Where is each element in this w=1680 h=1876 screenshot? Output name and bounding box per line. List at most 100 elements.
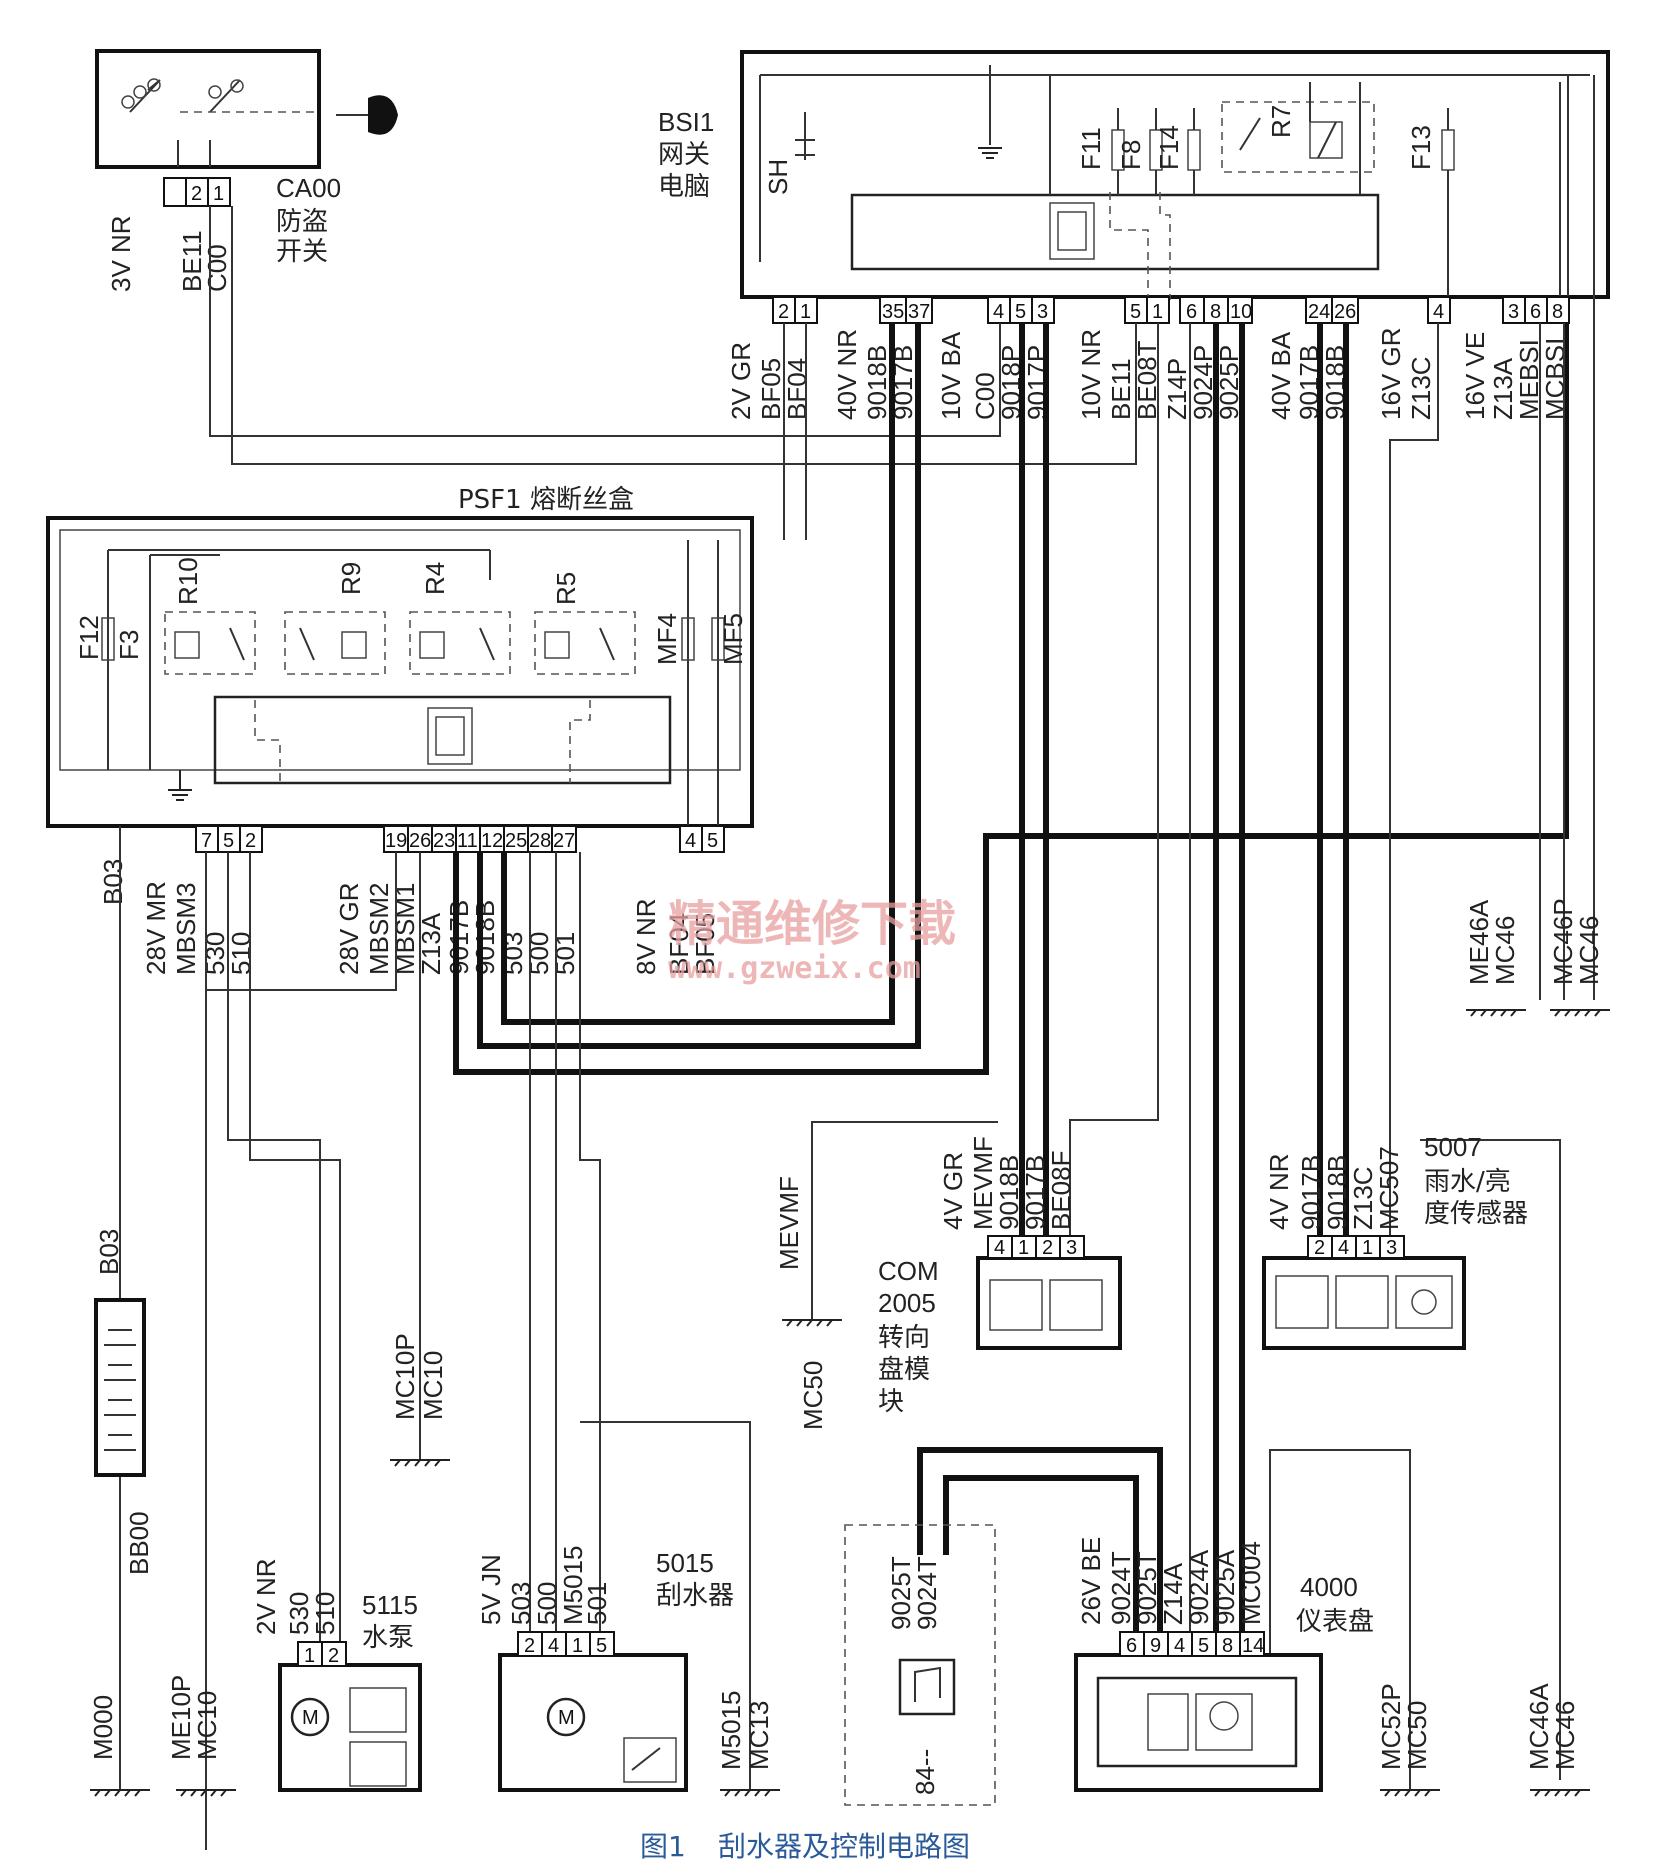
bsi-wire-bf04: BF04 — [782, 358, 812, 420]
cluster-wire-mc004: MC004 — [1236, 1541, 1266, 1625]
wiper-pin-0: 2 — [524, 1635, 535, 1657]
ground-label-mc10p: MC10P — [390, 1333, 420, 1420]
pump-name: 水泵 — [362, 1623, 414, 1653]
ground-label-mc50b: MC50 — [1402, 1701, 1432, 1770]
rain-conn: 4V NR — [1264, 1153, 1294, 1230]
bsi-g7-pin-1: 6 — [1530, 301, 1541, 323]
bsi-wire-z14p: Z14P — [1162, 358, 1192, 420]
wiper-wire-500: 500 — [532, 1582, 562, 1625]
cluster-wire-9025t: 9025T — [1132, 1551, 1162, 1625]
pump-conn: 2V NR — [251, 1558, 281, 1635]
ca00-wire-c00: C00 — [202, 244, 232, 292]
rain-pin-0: 2 — [1314, 1237, 1325, 1259]
bsi1-fuse-f8: F8 — [1116, 140, 1146, 170]
sun-icon — [1395, 1275, 1453, 1329]
bsi1-chip-icon — [1049, 202, 1095, 260]
ground-label-me46a: ME46A — [1464, 899, 1494, 985]
bsi-wire-z13c: Z13C — [1406, 356, 1436, 420]
bsi1-name-2: 电脑 — [658, 172, 710, 202]
rain-pin-2: 1 — [1362, 1237, 1373, 1259]
psf-g1-conn: 28V MR — [141, 881, 171, 975]
psf-g2-pin-5: 25 — [505, 830, 527, 852]
pump-pin-2: 2 — [328, 1645, 339, 1667]
bsi1-relay-r7-label: R7 — [1266, 105, 1296, 138]
bsi-g2-pin-0: 35 — [882, 301, 904, 323]
psf1-relay-r4 — [409, 611, 511, 675]
pump-pin-1: 1 — [304, 1645, 315, 1667]
wiper-washer-icon — [349, 1687, 407, 1787]
pump-5115: M 1 2 2V NR 530 510 5115 水泵 — [251, 1558, 422, 1792]
ca00-code: CA00 — [276, 173, 341, 203]
psf-wire-mbsm3: MBSM3 — [171, 883, 201, 975]
ground-label-mc46b: MC46 — [1550, 1701, 1580, 1770]
psf-g1-pin-2: 2 — [245, 830, 256, 852]
figure-number: 图1 — [640, 1830, 686, 1863]
bsi1-code: BSI1 — [658, 107, 714, 137]
bsi-g5-pin-1: 8 — [1210, 301, 1221, 323]
svg-text:M: M — [302, 1707, 319, 1729]
diag-84: 84-- 9025T 9024T — [844, 1524, 996, 1806]
ground-mc13 — [720, 1789, 780, 1797]
grounds: M000 ME10P MC10 MC10P MC10 M5015 MC13 MC… — [88, 898, 1610, 1797]
diag-wire-9025t: 9025T — [886, 1556, 916, 1630]
psf-g2-pin-6: 28 — [529, 830, 551, 852]
bsi-g1-conn: 2V GR — [726, 342, 756, 420]
chip-icon — [1275, 1275, 1329, 1329]
bsi-g5-pin-3: 24 — [1308, 301, 1330, 323]
ignition-key-icon — [336, 95, 398, 135]
psf1-wire-labels: B03 28V MR MBSM3 530 510 28V GR MBSM2 MB… — [98, 859, 720, 975]
bsi-g7-pin-2: 8 — [1552, 301, 1563, 323]
gauge-icon — [1147, 1693, 1253, 1751]
com-pin-1: 1 — [1018, 1237, 1029, 1259]
cluster-pin-2: 4 — [1174, 1635, 1185, 1657]
com-conn: 4V GR — [938, 1152, 968, 1230]
rain-code: 5007 — [1424, 1132, 1482, 1162]
wiper-pin-2: 1 — [572, 1635, 583, 1657]
ground-label-mc46c: MC46 — [1490, 916, 1520, 985]
ground-mc10b — [390, 1459, 450, 1467]
bsi-g5-pin-2: 10 — [1230, 301, 1252, 323]
wiper-wire-m5015: M5015 — [558, 1546, 588, 1626]
com-wire-9017b: 9017B — [1020, 1155, 1050, 1230]
psf1-relay-r9 — [284, 611, 386, 675]
bsi-wire-bf05: BF05 — [756, 358, 786, 420]
psf-wire-bf05: BF05 — [690, 913, 720, 975]
psf1-relay-r5 — [534, 611, 636, 675]
ground-label-me10p: ME10P — [166, 1675, 196, 1760]
psf1-connector-row: 7 5 2 19 26 23 11 12 25 28 27 4 5 — [195, 825, 725, 853]
bsi-g3-pin-2: 3 — [1037, 301, 1048, 323]
music-note-icon — [898, 1658, 956, 1716]
diag-84-label: 84-- — [910, 1749, 940, 1795]
battery: B03 BB00 — [94, 1229, 154, 1575]
com-ground-wire: MEVMF — [774, 1176, 804, 1270]
cluster-conn: 26V BE — [1076, 1537, 1106, 1625]
ground-mc50a — [782, 1319, 842, 1327]
psf1-fuse-mf4: MF4 — [652, 613, 682, 665]
wiper-wire-503: 503 — [506, 1582, 536, 1625]
com-name-1: 转向 — [878, 1323, 930, 1353]
ca00-wire-be11: BE11 — [177, 230, 207, 292]
psf-g2-pin-3: 11 — [457, 830, 478, 852]
bsi-g7-conn: 16V VE — [1460, 332, 1490, 420]
ca00-name-2: 开关 — [276, 237, 328, 267]
ground-mc50b — [1380, 1789, 1440, 1797]
com-wire-mevmf: MEVMF — [968, 1136, 998, 1230]
com-wire-be08f: BE08F — [1046, 1151, 1076, 1231]
bsi-g1-pin-1: 1 — [800, 301, 811, 323]
cluster-pin-4: 8 — [1222, 1635, 1233, 1657]
ground-symbol-psf — [168, 770, 192, 801]
bsi-g3-conn: 10V BA — [936, 331, 966, 420]
battery-label-top: B03 — [94, 1229, 124, 1275]
bsi-g7-pin-0: 3 — [1508, 301, 1519, 323]
cluster-wire-9024t: 9024T — [1106, 1551, 1136, 1625]
psf-wire-9018b: 9018B — [470, 900, 500, 975]
com-code-2: 2005 — [878, 1288, 936, 1318]
ground-label-mc50a: MC50 — [798, 1361, 828, 1430]
rain-name-2: 度传感器 — [1424, 1199, 1528, 1229]
psf1-relay-r4-label: R4 — [420, 562, 450, 595]
motor-icon: M — [290, 1697, 330, 1737]
ca00-name-1: 防盗 — [276, 207, 328, 237]
ground-mc46b — [1530, 1789, 1590, 1797]
pump-wire-530: 530 — [284, 1592, 314, 1635]
psf-g3-pin-0: 4 — [685, 830, 696, 852]
